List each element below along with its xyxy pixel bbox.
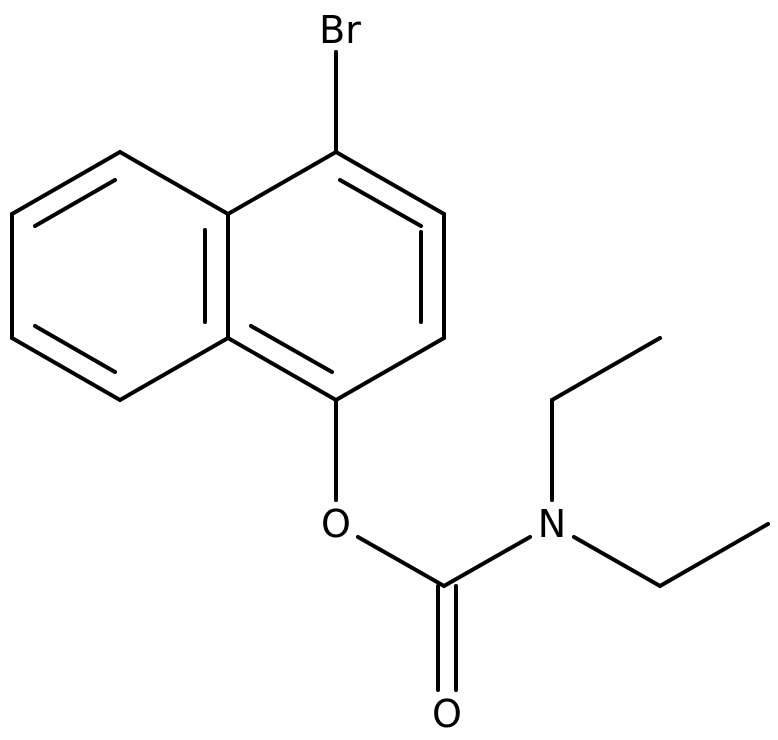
bond-o-c	[356, 535, 446, 588]
bond-double-inner	[338, 178, 423, 228]
atom-nitrogen: N	[538, 502, 566, 546]
bond-n-ch2-lower	[572, 535, 662, 588]
bond-double-inner	[33, 324, 117, 374]
bond	[10, 150, 122, 216]
skeleton-bonds	[10, 50, 770, 692]
atom-ester-oxygen: O	[321, 502, 351, 546]
bond-double-inner	[33, 178, 117, 228]
bond	[334, 336, 446, 402]
bond-ch2-ch3-upper	[550, 336, 662, 402]
bond	[226, 336, 338, 402]
atom-carbonyl-oxygen: O	[432, 692, 462, 736]
bond-c-n	[442, 535, 532, 588]
bond	[118, 336, 230, 402]
bond	[10, 336, 122, 402]
bond-double-inner	[249, 324, 334, 374]
bond-ch2-ch3-lower	[658, 522, 770, 588]
bond	[334, 150, 446, 216]
atom-labels: Br O N O	[319, 8, 566, 736]
bond	[226, 150, 338, 216]
atom-bromine: Br	[319, 8, 361, 52]
bond	[118, 150, 230, 216]
